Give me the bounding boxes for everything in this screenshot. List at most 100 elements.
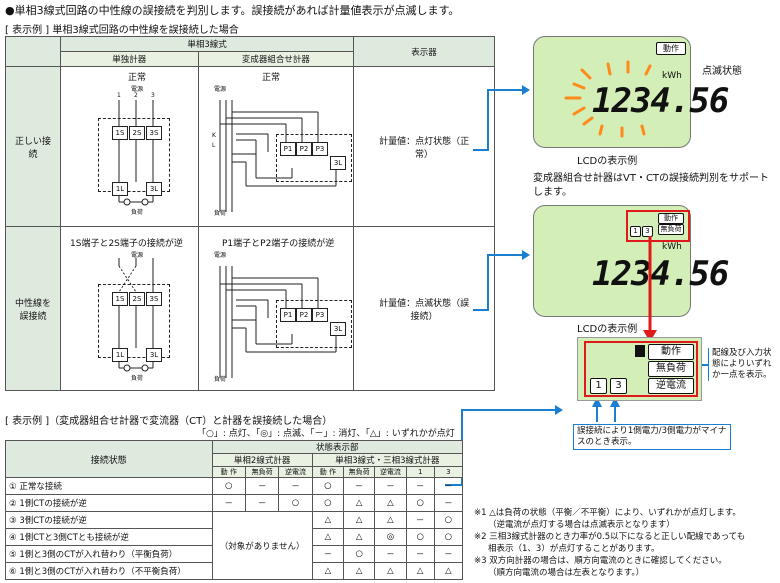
status-cell: ○ (405, 494, 435, 512)
load-label: 負荷 (131, 375, 144, 382)
page-title: ●単相3線式回路の中性線の誤接続を判別します。誤接続があれば計量値表示が点滅しま… (5, 4, 460, 17)
sub-header-operation: 動 作 (311, 466, 345, 478)
status-cell: － (211, 494, 246, 512)
example-label: [ 表示例 ] 単相3線式回路の中性線を誤接続した場合 (5, 25, 239, 36)
footnote-3: ※3 双方向計器の場合は、順方向電流のときに確認してください。 (474, 556, 727, 566)
footnote-2: ※2 三相3線式計器のとき力率が0.5以下になると正しい配線であっても (474, 532, 746, 542)
footnote-3-sub: （順方向電流の場合は左表となります。） (488, 568, 645, 578)
example2-legend: 「○」: 点灯、「◎」: 点滅、「－」: 消灯、「△」: いずれかが点灯 (197, 429, 455, 439)
terminal-3l: 3L (146, 182, 162, 196)
status-cell: ◎ (374, 528, 407, 546)
cell-display-correct: 計量値：点灯状態（正常） (353, 66, 495, 227)
status-cell: △ (374, 511, 407, 529)
row-label-neutral-miswire: 中性線を誤接続 (5, 226, 61, 391)
status-cell: － (278, 477, 313, 495)
lcd1-caption: LCDの表示例 (577, 156, 638, 167)
terminal-p2: P2 (296, 308, 312, 322)
lcd2-caption: LCDの表示例 (577, 324, 638, 335)
cell-vt-miswire (197, 226, 355, 391)
operation-indicator: 動作 (658, 213, 684, 224)
status-cell: － (405, 477, 435, 495)
lcd-display-indicators: 動作 無負荷 1 3 kWh 1234.56 (533, 205, 729, 317)
terminal-2s: 2S (129, 292, 145, 306)
status-cell: － (244, 494, 280, 512)
phase-1-indicator: 1 (630, 226, 641, 237)
terminal-p3: P3 (312, 142, 328, 156)
terminal-3s: 3S (146, 126, 162, 140)
sub-header-phase-1: 1 (405, 466, 435, 478)
terminal-1s: 1S (112, 292, 128, 306)
status-cell: △ (342, 511, 376, 529)
status-cell: △ (374, 494, 407, 512)
status-cell: △ (311, 511, 345, 529)
load-label: 負荷 (214, 210, 227, 217)
status-cell: △ (311, 528, 345, 546)
ct-miswire-table: 接続状態 状態表示部 単相2線式計器 単相3線式・三相3線式計器 動 作 無負荷… (5, 440, 464, 580)
terminal-p1: P1 (280, 142, 296, 156)
terminal-3s: 3S (146, 292, 162, 306)
terminal-2s: 2S (129, 126, 145, 140)
terminal-p3: P3 (312, 308, 328, 322)
status-cell: ○ (433, 528, 464, 546)
wiring-table: 単相3線式 表示器 単独計器 変成器組合せ計器 正しい接続 計量値：点灯状態（正… (5, 36, 495, 391)
status-cell: － (374, 477, 407, 495)
power-label: 電源 (131, 86, 144, 93)
sub-header-no-load: 無負荷 (244, 466, 280, 478)
meter-outline (276, 300, 352, 348)
terminal-1l: 1L (112, 348, 128, 362)
row-label-correct: 正しい接続 (5, 66, 61, 227)
operation-indicator: 動作 (656, 42, 686, 55)
table-row-label: ③ 3側CTの接続が逆 (5, 511, 213, 529)
phase-3-indicator: 3 (610, 378, 627, 394)
not-applicable-cell: （対象がありません） (211, 511, 313, 580)
status-cell: － (433, 477, 464, 495)
terminal-1l: 1L (112, 182, 128, 196)
phase-1-label: 1 (117, 92, 121, 99)
phase-2-label: 2 (134, 92, 138, 99)
terminal-3l: 3L (330, 156, 346, 170)
blink-state-label: 点滅状態 (702, 66, 742, 77)
operation-mark (635, 345, 645, 357)
table-row-label: ① 正常な接続 (5, 477, 213, 495)
cell-single-miswire (59, 226, 199, 391)
single-meter-diagram-correct: 電源 1 2 3 1S 2S 3S 1L 3L 負荷 (93, 82, 173, 218)
table-row-label: ④ 1側CTと3側CTとも接続が逆 (5, 528, 213, 546)
terminal-3l: 3L (330, 322, 346, 336)
sub-header-operation: 動 作 (211, 466, 246, 478)
status-cell: ○ (278, 494, 313, 512)
footnote-2-sub: 相表示（1、3）が点灯することがあります。 (488, 544, 660, 554)
operation-indicator: 動作 (648, 344, 694, 360)
status-cell: △ (311, 562, 345, 580)
status-cell: ○ (433, 511, 464, 529)
single-meter-diagram-miswire: 電源 1S 2S 3S 1L 3L 負荷 (93, 248, 173, 384)
vt-correct-wires (219, 100, 337, 212)
status-cell: － (433, 494, 464, 512)
terminal-3l: 3L (146, 348, 162, 362)
vt-support-note: 変成器組合せ計器はVT・CTの誤接続判別をサポートします。 (533, 173, 770, 198)
load-label: 負荷 (214, 376, 227, 383)
status-cell: △ (342, 528, 376, 546)
status-cell: － (244, 477, 280, 495)
vt-meter-diagram-miswire: 電源 P1 P2 P3 3L 負荷 (206, 248, 354, 384)
vt-miswire-caption: P1端子とP2端子の接続が逆 (222, 239, 335, 249)
table-corner (5, 36, 61, 67)
status-cell: － (342, 477, 376, 495)
status-cell: － (405, 511, 435, 529)
kwh-unit: kWh (662, 71, 682, 81)
lcd-reading: 1234.56 (592, 254, 729, 294)
footnotes: ※1 △は負荷の状態（平衡／不平衡）により、いずれかが点灯します。 （逆電流が点… (474, 507, 780, 579)
single2-header: 単相2線式計器 (211, 453, 313, 467)
status-cell: △ (374, 562, 407, 580)
single-correct-caption: 正常 (128, 73, 147, 83)
status-cell: － (374, 545, 407, 563)
example2-label: [ 表示例 ]（変成器組合せ計器で変流器（CT）と計器を誤接続した場合） (5, 416, 333, 427)
phase-3-label: 3 (151, 92, 155, 99)
phase-1-indicator: 1 (590, 378, 607, 394)
status-cell: － (405, 545, 435, 563)
state-header: 接続状態 (5, 440, 213, 478)
reverse-current-indicator: 逆電流 (648, 378, 694, 394)
col-group-header: 単相3線式 (59, 36, 355, 52)
sub-header-reverse: 逆電流 (374, 466, 407, 478)
status-cell: ○ (311, 494, 345, 512)
blink-rays (564, 60, 652, 138)
